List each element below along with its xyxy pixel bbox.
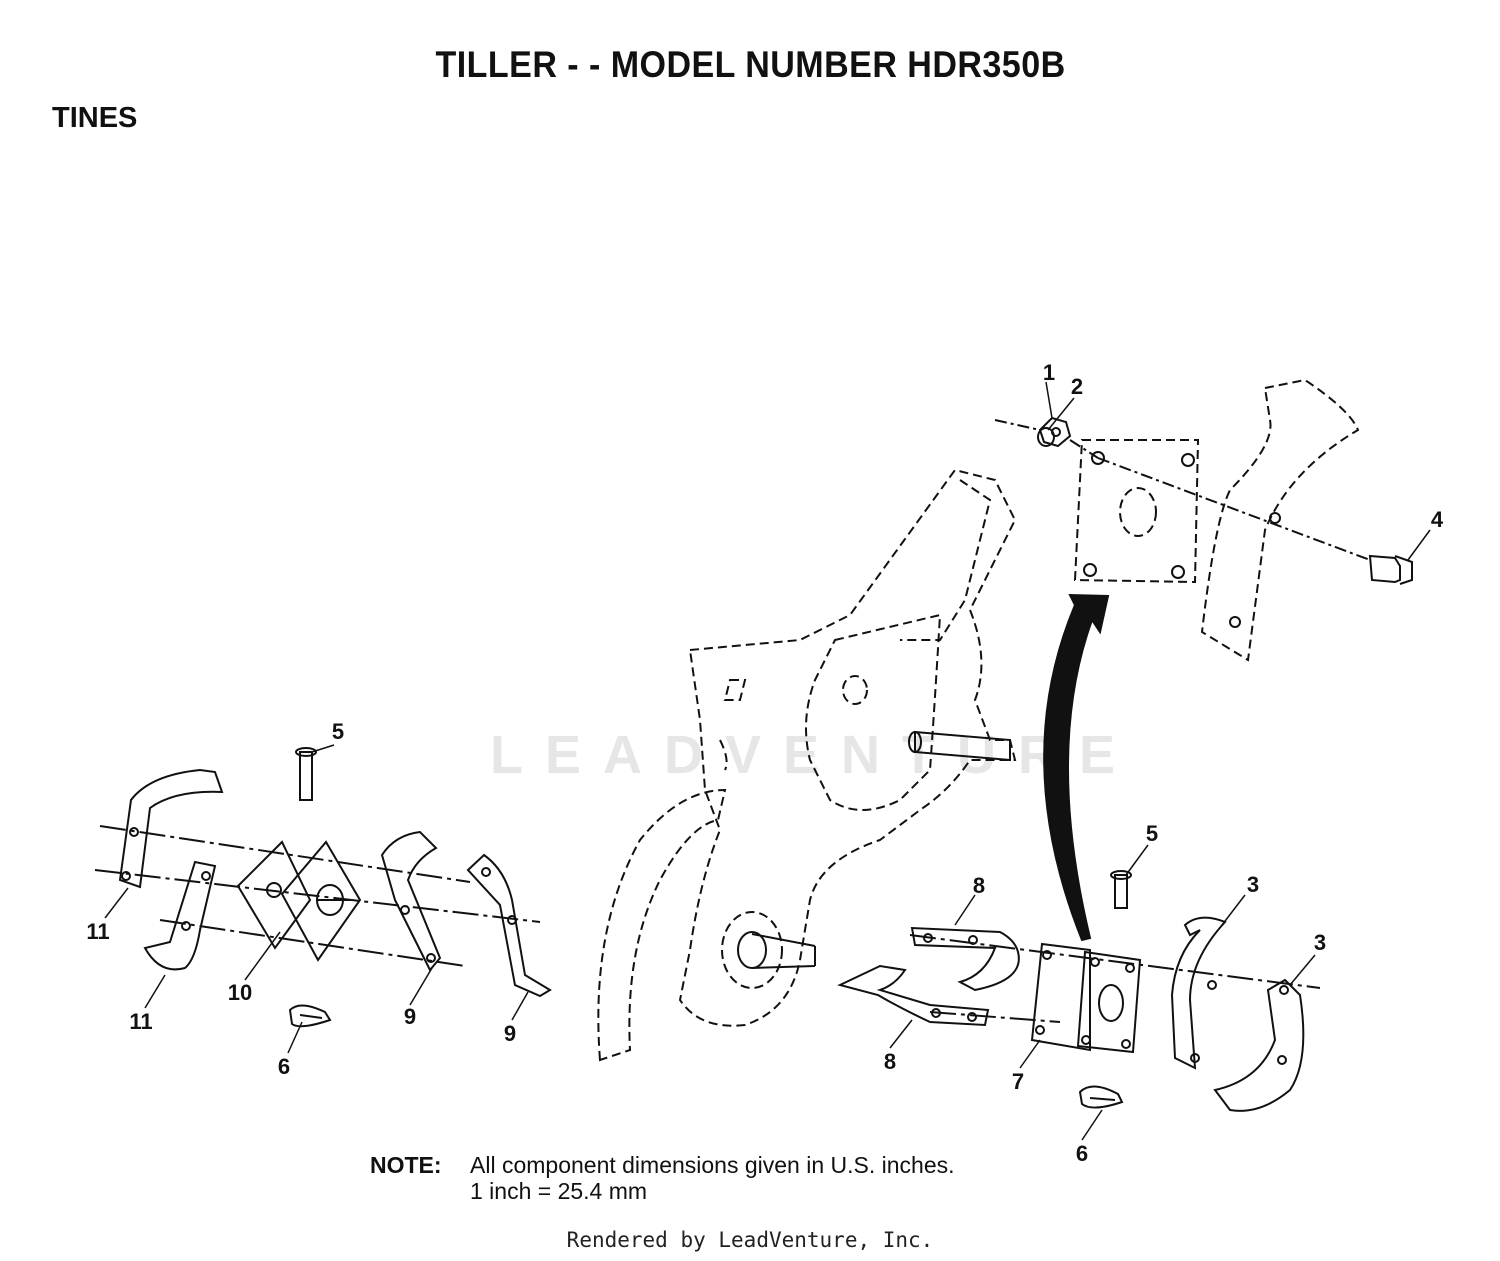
clevis-pin-5-right: [1114, 874, 1128, 909]
hairpin-clip-6-right: [1078, 1085, 1124, 1109]
callout-10: 10: [227, 980, 253, 1005]
callout-1: 1: [1042, 360, 1056, 385]
lock-washer-2: [1037, 427, 1055, 447]
callout-5-right: 5: [1145, 821, 1159, 846]
tine-8-lower: [837, 964, 990, 1027]
dimension-note: NOTE: All component dimensions given in U…: [370, 1152, 955, 1204]
callout-11-lower: 11: [129, 1009, 153, 1034]
callout-4: 4: [1430, 507, 1444, 532]
tine-mounting-plate: [1073, 439, 1200, 584]
tine-3-upper: [1170, 916, 1227, 1070]
callout-11-upper: 11: [86, 919, 110, 944]
callout-leader-lines: [104, 381, 1431, 1141]
assembly-arrow: [1043, 593, 1110, 942]
bolt-4: [1368, 554, 1401, 584]
callout-9-left: 9: [403, 1004, 417, 1029]
callout-8-upper: 8: [972, 873, 986, 898]
note-line-1: All component dimensions given in U.S. i…: [470, 1152, 955, 1178]
callout-3-lower: 3: [1313, 930, 1327, 955]
page-title: TILLER - - MODEL NUMBER HDR350B: [435, 44, 1066, 85]
callout-3-upper: 3: [1246, 872, 1260, 897]
section-title: TINES: [52, 102, 138, 134]
tine-hub-plate-7: [1030, 942, 1091, 1052]
callout-9-right: 9: [503, 1021, 517, 1046]
tine-hub-plate-10b: [280, 840, 362, 962]
tine-9-right: [466, 853, 552, 998]
note-line-2: 1 inch = 25.4 mm: [470, 1178, 648, 1204]
callout-5-left: 5: [331, 719, 345, 744]
note-label: NOTE:: [370, 1152, 442, 1178]
callout-2: 2: [1070, 374, 1084, 399]
right-tine-axis-lines: [909, 934, 1321, 1023]
tine-9-left: [380, 830, 442, 972]
tine-11-upper: [118, 768, 224, 889]
tine-8-upper: [910, 926, 1020, 992]
callout-6-right: 6: [1075, 1141, 1089, 1166]
clevis-pin-5-left: [299, 751, 313, 801]
hairpin-clip-6-left: [288, 1004, 332, 1028]
callout-8-lower: 8: [883, 1049, 897, 1074]
callout-7: 7: [1011, 1069, 1025, 1094]
tine-3-lower: [1213, 978, 1305, 1112]
tiller-body-outline: [597, 468, 1017, 1062]
callout-6-left: 6: [277, 1054, 291, 1079]
tine-upper-right: [1200, 378, 1360, 662]
tine-11-lower: [143, 860, 217, 971]
tine-hub-plate-10a: [236, 840, 312, 950]
rendered-by-footer: Rendered by LeadVenture, Inc.: [566, 1228, 934, 1252]
